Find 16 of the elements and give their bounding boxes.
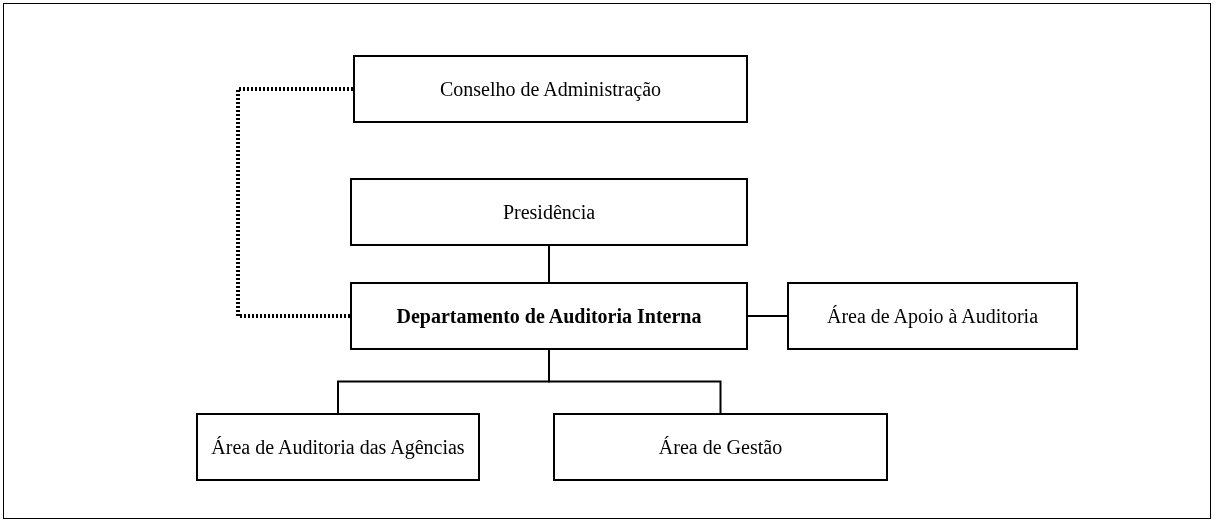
box-label: Presidência — [502, 199, 596, 225]
box-label: Conselho de Administração — [439, 76, 662, 103]
org-box — [787, 282, 1078, 350]
box-label: Área de Gestão — [658, 434, 783, 460]
org-box — [553, 413, 888, 481]
org-box — [350, 178, 748, 246]
connector-line — [548, 349, 722, 414]
org-box — [350, 282, 748, 350]
org-box — [196, 413, 480, 481]
connector-line — [747, 315, 788, 317]
box-label: Departamento de Auditoria Interna — [396, 303, 702, 330]
box-label: Área de Apoio à Auditoria — [826, 303, 1039, 330]
org-box — [353, 55, 748, 123]
dotted-connector — [236, 87, 353, 318]
box-label: Área de Auditoria das Agências — [211, 434, 465, 461]
connector-line — [548, 245, 550, 283]
